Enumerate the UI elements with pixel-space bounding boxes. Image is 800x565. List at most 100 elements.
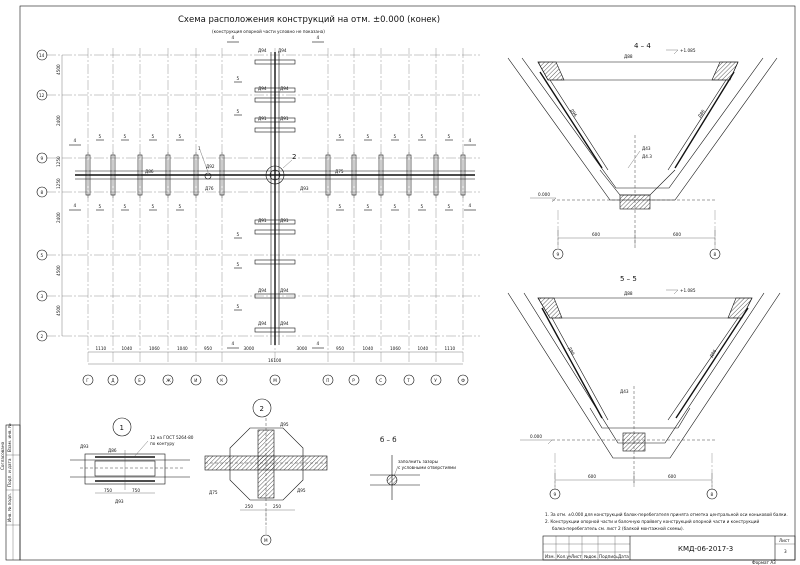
secbb-note1: заполнить зазоры (398, 459, 438, 464)
section-cut-5: 5 (237, 76, 240, 81)
section-cut-4: 4 (74, 138, 77, 143)
section-cut-5: 5 (237, 262, 240, 267)
node1-l3: Д93 (115, 499, 124, 504)
col-axis-bubble (269, 374, 281, 386)
stamp-format: Формат А3 (752, 560, 776, 565)
member-label: Д94 (280, 86, 289, 91)
node1-l1: Д93 (80, 444, 89, 449)
node2-d2: 250 (273, 504, 281, 509)
node1-l2: Д86 (108, 448, 117, 453)
node1-d2: 750 (132, 488, 140, 493)
col-axis-label: М (273, 378, 277, 383)
member-label: Д76 (205, 186, 214, 191)
total-dim-value: 16100 (268, 358, 282, 363)
sec55-axis-9: 9 (554, 492, 557, 497)
sec44-axis-9: 9 (557, 252, 560, 257)
stamp-code: КМД-06-2017-3 (678, 545, 733, 553)
section-cut-5: 5 (394, 204, 397, 209)
centre-node-inner (269, 169, 281, 181)
centre-node (265, 165, 285, 185)
sec55-label-top: Д88 (624, 291, 633, 296)
cross-plate (254, 327, 296, 333)
section-cut-5: 5 (339, 204, 342, 209)
member-label: Д94 (258, 288, 267, 293)
sec55-dim-1: 600 (588, 474, 596, 479)
cross-plate (254, 87, 296, 93)
section-cut-5: 5 (339, 134, 342, 139)
col-axis-label: Ж (166, 378, 171, 383)
left-dim-value: 4500 (56, 64, 61, 75)
sec55-dim-2: 600 (668, 474, 676, 479)
col-axis-label: Р (352, 378, 355, 383)
bottom-dim-value: 950 (204, 346, 212, 351)
node-1-leader (199, 149, 209, 173)
section-5-5: 5 – 5 600 600 9 8 +1.085 0.000 Д88 Д96 Д… (507, 275, 781, 500)
section-cut-4: 4 (469, 138, 472, 143)
stamp-col-2: Кол.уч (557, 554, 572, 559)
row-axis-bubble (36, 49, 48, 61)
sec44-label-side1: Д96 (569, 108, 578, 118)
sec55-elev: +1.085 (680, 288, 696, 293)
section-cut-5: 5 (152, 134, 155, 139)
col-axis-label: С (379, 378, 382, 383)
title-stamp: Изм. Кол.уч Лист №док. Подпись Дата КМД-… (542, 535, 796, 565)
cross-plate (254, 229, 296, 235)
sec44-label-side2: Д86 (697, 108, 706, 118)
section-cut-5: 5 (179, 134, 182, 139)
section-cut-5: 5 (421, 134, 424, 139)
left-dim-value: 1250 (56, 178, 61, 189)
row-axis-bubble (36, 249, 48, 261)
bottom-dim-value: 1060 (149, 346, 160, 351)
sec44-label-l1: Д43 (642, 146, 651, 151)
section-cut-5: 5 (448, 134, 451, 139)
secbb-note2: с условными отверстиями (398, 465, 456, 470)
section-cut-4: 4 (317, 341, 320, 346)
col-axis-bubble (430, 374, 442, 386)
member-label: Д92 (206, 164, 215, 169)
section-cut-5: 5 (179, 204, 182, 209)
node2-title: 2 (260, 405, 264, 413)
plan-title: Схема расположения конструкций на отм. ±… (178, 15, 440, 25)
node1-note2: по контуру (150, 441, 175, 446)
col-axis-bubble (162, 374, 174, 386)
row-axis-label: 9 (41, 156, 44, 161)
col-axis-bubble (403, 374, 415, 386)
left-dim-value: 4500 (56, 265, 61, 276)
member-label: Д86 (145, 169, 154, 174)
col-axis-label: Д (111, 378, 115, 383)
node-1-ref: 1 (198, 146, 201, 151)
col-axis-bubble (457, 374, 469, 386)
side-stamp-2: Подп. и дата (7, 458, 12, 487)
section-cut-5: 5 (367, 134, 370, 139)
cross-plate (254, 59, 296, 65)
row-axis-bubble (36, 330, 48, 342)
member-label: Д93 (300, 186, 309, 191)
sec55-label-l: Д43 (620, 389, 629, 394)
node1-title: 1 (120, 424, 124, 432)
row-axis-bubble (36, 89, 48, 101)
sec44-elev: +1.085 (680, 48, 696, 53)
member-label: Д94 (280, 288, 289, 293)
section-cut-5: 5 (237, 304, 240, 309)
cross-plate (254, 219, 296, 225)
stamp-col-1: Изм. (545, 554, 555, 559)
section-cut-5: 5 (421, 204, 424, 209)
node2-l1: Д95 (280, 422, 289, 427)
left-dim-value: 2400 (56, 115, 61, 126)
note-3: балка-перебегатель см. лист 2 (балкой мо… (552, 526, 684, 531)
sec44-left-mark: 0.000 (538, 192, 550, 197)
cross-plate (254, 293, 296, 299)
section-cut-5: 5 (124, 134, 127, 139)
bottom-dim-value: 950 (336, 346, 344, 351)
col-axis-label: Г (86, 378, 89, 383)
node1-d1: 750 (104, 488, 112, 493)
col-axis-label: Т (406, 378, 410, 383)
cross-plate (254, 117, 296, 123)
bottom-dim-value: 1040 (177, 346, 188, 351)
section-cut-5: 5 (99, 204, 102, 209)
node2-axis: М (264, 538, 268, 543)
sec44-label-l2: Д4.3 (642, 154, 652, 159)
row-axis-label: 5 (41, 253, 44, 258)
bottom-dim-value: 1110 (96, 346, 107, 351)
